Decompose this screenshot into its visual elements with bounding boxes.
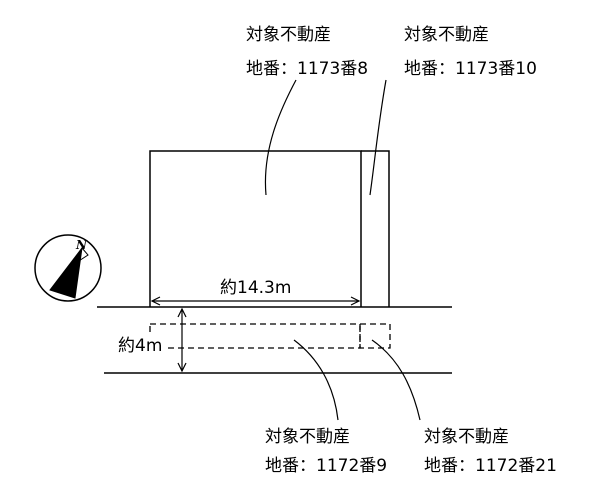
label-lot-1172-21-title: 対象不動産 xyxy=(424,427,509,447)
frontage-dimension-label: 約14.3m xyxy=(218,278,294,298)
lot-1173-10-outline xyxy=(361,150,390,307)
label-lot-1173-8-number: 地番：1173番8 xyxy=(246,59,369,79)
label-lot-1172-9-title: 対象不動産 xyxy=(265,427,350,447)
leader-lot-1172-21 xyxy=(371,339,421,421)
leader-lot-1173-8 xyxy=(264,79,297,196)
road-width-arrow-top xyxy=(177,307,187,318)
lot-1173-8-outline xyxy=(149,150,362,307)
lot-1172-21-outline xyxy=(359,323,391,349)
label-lot-1173-10-title: 対象不動産 xyxy=(404,25,489,45)
compass-north-label: N xyxy=(75,238,88,252)
compass-ring xyxy=(34,234,102,302)
label-lot-1173-10-number: 地番：1173番10 xyxy=(404,59,537,79)
north-compass: N xyxy=(34,234,102,302)
label-lot-1172-9-number: 地番：1172番9 xyxy=(265,456,388,476)
compass-needle-black xyxy=(49,246,83,299)
label-lot-1173-8-title: 対象不動産 xyxy=(246,25,331,45)
leader-lot-1173-10 xyxy=(369,79,387,196)
label-lot-1172-21-number: 地番：1172番21 xyxy=(424,456,557,476)
road-width-arrow-bottom xyxy=(177,362,187,373)
frontage-arrow-left xyxy=(150,296,161,306)
leader-lot-1172-9 xyxy=(293,339,339,421)
road-width-dimension-label: 約4m xyxy=(116,336,165,356)
frontage-arrow-right xyxy=(350,296,361,306)
